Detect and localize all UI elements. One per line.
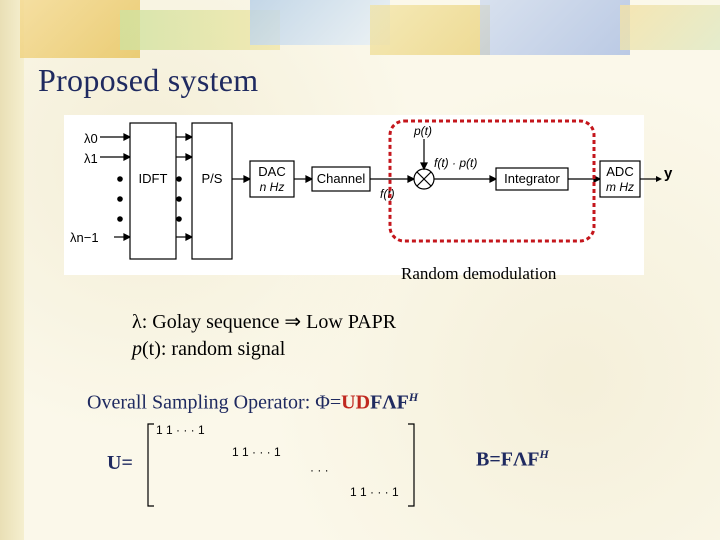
- b-formula: B=FΛFH: [476, 447, 549, 472]
- idft-label: IDFT: [139, 171, 168, 186]
- ps-label: P/S: [202, 171, 223, 186]
- input-lambda-1: λ1: [84, 151, 98, 166]
- dac-label: DAC: [258, 164, 285, 179]
- overall-rest: FΛF: [370, 391, 409, 414]
- ps-block: [191, 122, 233, 260]
- p-symbol: p: [132, 338, 142, 360]
- b-formula-sup: H: [539, 447, 549, 461]
- b-formula-text: B=FΛF: [476, 448, 540, 471]
- matrix-row-2: 1 1 · · · 1: [232, 445, 281, 459]
- lambda-symbol: λ: [132, 311, 142, 333]
- system-block-diagram: λ0 λ1 λn−1 IDFT P/S DAC n Hz Channel f(t…: [64, 115, 644, 275]
- output-arrow: [640, 176, 662, 182]
- pt-label: p(t): [413, 124, 432, 138]
- overall-sup: H: [408, 390, 419, 404]
- left-decorative-strip: [0, 0, 24, 540]
- overall-operator: Overall Sampling Operator: Φ=UDFΛFH: [87, 390, 418, 415]
- input-lambda-n-minus-1: λn−1: [70, 230, 99, 245]
- channel-label: Channel: [317, 171, 366, 186]
- dac-rate: n Hz: [260, 180, 285, 194]
- lambda-text: : Golay sequence ⇒ Low PAPR: [141, 311, 397, 333]
- overall-ud: UD: [341, 391, 371, 414]
- adc-rate: m Hz: [606, 180, 634, 194]
- matrix-row-1: 1 1 · · · 1: [156, 423, 205, 437]
- slide-title: Proposed system: [38, 62, 259, 98]
- product-label: f(t) · p(t): [434, 156, 477, 170]
- input-lambda-0: λ0: [84, 131, 98, 146]
- idft-block: [129, 122, 177, 260]
- random-demodulation-box: [388, 119, 596, 243]
- matrix-dots: · · ·: [310, 463, 329, 477]
- adc-block: [599, 160, 641, 198]
- diagram-caption: Random demodulation: [401, 264, 557, 283]
- p-text: (t): random signal: [142, 338, 286, 360]
- u-label: U=: [107, 452, 133, 474]
- overall-prefix: Overall Sampling Operator: Φ=: [87, 391, 342, 414]
- ft-label: f(t): [380, 187, 395, 201]
- lambda-description: λ: Golay sequence ⇒ Low PAPR: [132, 309, 396, 334]
- adc-label: ADC: [606, 164, 633, 179]
- p-description: p(t): random signal: [132, 338, 285, 361]
- u-matrix: 1 1 · · · 1 1 1 · · · 1 · · · 1 1 · · · …: [147, 423, 415, 507]
- integrator-label: Integrator: [504, 171, 560, 186]
- matrix-row-3: 1 1 · · · 1: [350, 485, 399, 499]
- decorative-banner: [20, 0, 720, 60]
- output-y-label: y: [664, 165, 673, 182]
